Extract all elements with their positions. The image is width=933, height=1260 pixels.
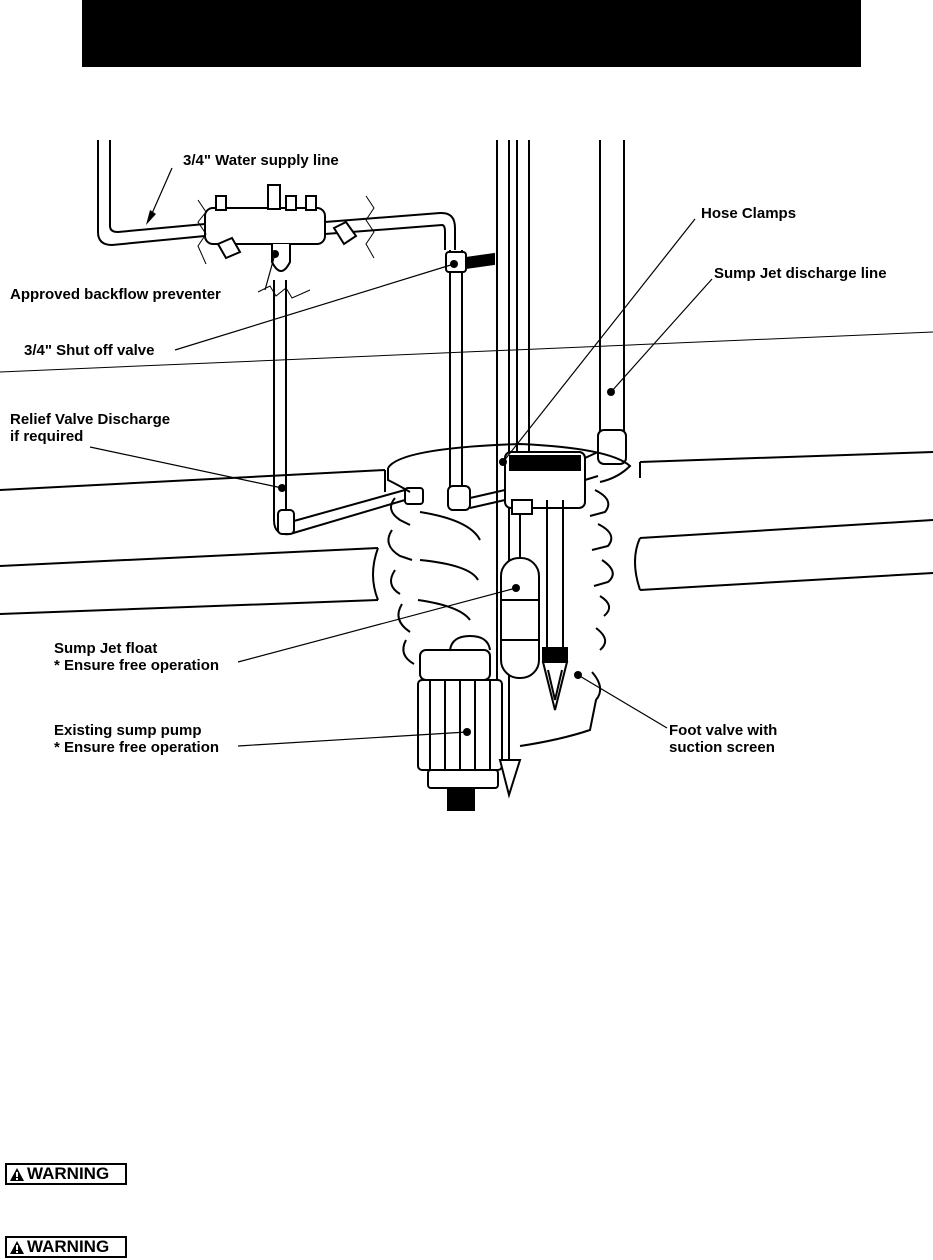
label-float-1: Sump Jet float xyxy=(54,640,158,657)
sump-jet-float xyxy=(500,557,540,679)
label-relief-1: Relief Valve Discharge xyxy=(10,411,171,428)
backflow-body xyxy=(204,207,326,245)
drain-pipe-mid xyxy=(0,519,933,567)
floor-line xyxy=(0,331,933,373)
label-water-supply: 3/4" Water supply line xyxy=(183,152,339,169)
warning-text: WARNING xyxy=(27,1164,110,1183)
label-float-2: * Ensure free operation xyxy=(54,657,220,674)
sump-jet-discharge xyxy=(599,140,625,432)
foot-valve xyxy=(541,661,569,711)
label-pump-2: * Ensure free operation xyxy=(54,739,220,756)
warning-text: WARNING xyxy=(27,1237,110,1256)
label-sump-discharge: Sump Jet discharge line xyxy=(714,265,887,282)
warning-triangle-icon xyxy=(10,1167,24,1181)
label-shut-off: 3/4" Shut off valve xyxy=(24,342,155,359)
warning-badge-1: WARNING xyxy=(5,1163,127,1185)
drain-pipe-lower xyxy=(0,572,933,615)
drain-pipe-upper xyxy=(0,451,933,491)
label-backflow: Approved backflow preventer xyxy=(10,286,221,303)
existing-sump-pump xyxy=(417,634,503,811)
supply-riser-left xyxy=(97,140,206,247)
label-foot-1: Foot valve with xyxy=(669,722,778,739)
label-pump-1: Existing sump pump xyxy=(54,722,202,739)
warning-triangle-icon xyxy=(10,1240,24,1254)
warning-badge-2: WARNING xyxy=(5,1236,127,1258)
header-bar xyxy=(82,0,861,67)
label-hose-clamps: Hose Clamps xyxy=(701,205,797,222)
installation-diagram xyxy=(0,140,933,811)
label-relief-2: if required xyxy=(10,428,84,445)
label-foot-2: suction screen xyxy=(669,739,775,756)
leader-lines xyxy=(89,167,713,747)
